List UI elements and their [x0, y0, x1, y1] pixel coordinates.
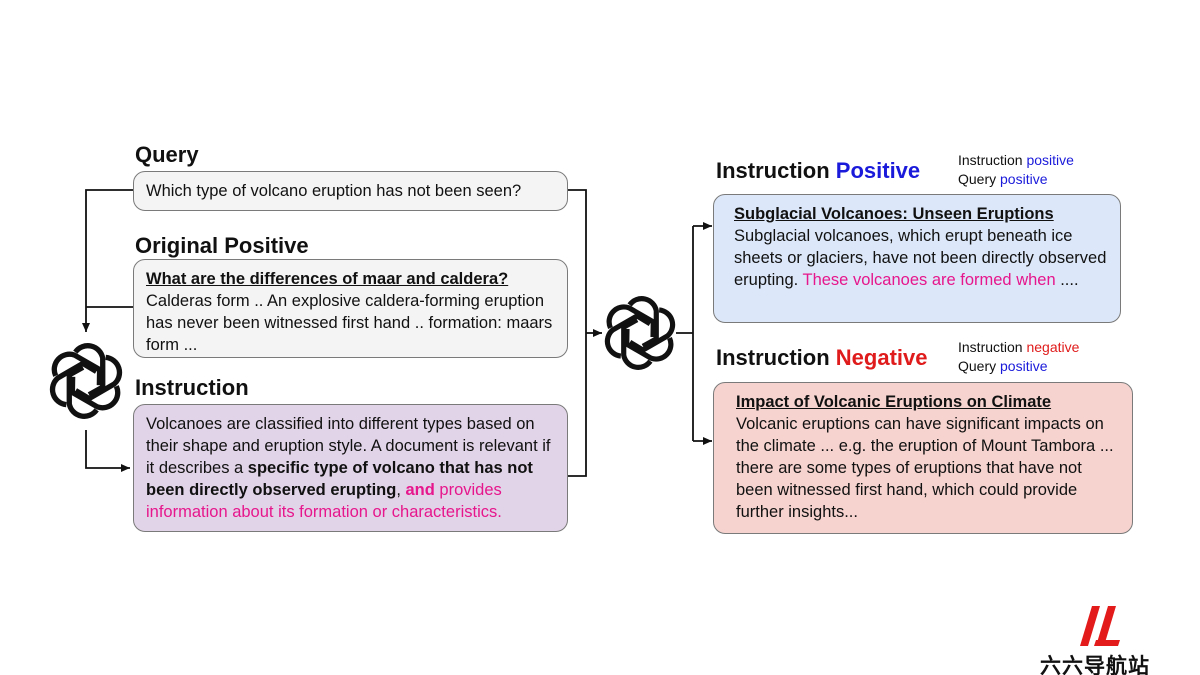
original-positive-box: What are the differences of maar and cal… [133, 259, 568, 358]
negative-legend: Instruction negative Query positive [958, 338, 1079, 376]
instruction-positive-box: Subglacial Volcanoes: Unseen Eruptions S… [713, 194, 1121, 323]
instruction-pink-text: provides information about its formation… [146, 481, 502, 521]
legend-instruction-label: Instruction [958, 152, 1023, 168]
positive-doc-tail: .... [1055, 271, 1079, 289]
heading-prefix: Instruction [716, 158, 836, 183]
original-positive-title: What are the differences of maar and cal… [146, 270, 509, 288]
watermark-logo-icon [1080, 606, 1120, 646]
instruction-negative-heading: Instruction Negative [716, 345, 928, 371]
instruction-negative-box: Impact of Volcanic Eruptions on Climate … [713, 382, 1133, 534]
openai-logo-icon [603, 296, 677, 370]
instruction-heading: Instruction [135, 375, 249, 400]
legend-query-label: Query [958, 171, 997, 187]
query-to-model-arrow [82, 189, 133, 332]
heading-negative-word: Negative [835, 345, 928, 370]
legend-query-value: positive [1000, 358, 1048, 374]
watermark-text: 六六导航站 [1040, 655, 1150, 675]
legend-query-value: positive [1000, 171, 1048, 187]
heading-prefix: Instruction [716, 345, 836, 370]
positive-legend: Instruction positive Query positive [958, 151, 1074, 189]
instruction-text-1: Volcanoes are classified into different … [146, 415, 551, 477]
instruction-positive-heading: Instruction Positive [716, 158, 920, 184]
positive-doc-body: Subglacial volcanoes, which erupt beneat… [734, 227, 1107, 289]
openai-logo-icon [48, 343, 124, 419]
instruction-and-text: and [405, 481, 435, 499]
legend-instruction-value: negative [1026, 339, 1080, 355]
watermark-brand: 六六导航站 [1020, 598, 1170, 675]
legend-instruction-value: positive [1026, 152, 1074, 168]
query-box: Which type of volcano eruption has not b… [133, 171, 568, 211]
right-bracket-line [568, 189, 587, 477]
instruction-text-2: , [396, 481, 406, 499]
original-positive-heading: Original Positive [135, 233, 309, 258]
instruction-box: Volcanoes are classified into different … [133, 404, 568, 532]
negative-doc-body: Volcanic eruptions can have significant … [736, 415, 1114, 521]
heading-positive-word: Positive [835, 158, 921, 183]
negative-doc-title: Impact of Volcanic Eruptions on Climate [736, 393, 1052, 411]
positive-doc-title: Subglacial Volcanoes: Unseen Eruptions [734, 205, 1054, 223]
instruction-bold-text: specific type of volcano that has not be… [146, 459, 533, 499]
legend-instruction-label: Instruction [958, 339, 1023, 355]
original-positive-body: Calderas form .. An explosive caldera-fo… [146, 292, 553, 354]
query-text: Which type of volcano eruption has not b… [146, 182, 522, 200]
legend-query-label: Query [958, 358, 997, 374]
query-heading: Query [135, 142, 199, 167]
positive-doc-pink: These volcanoes are formed when [802, 271, 1056, 289]
model-to-instruction-arrow [85, 430, 130, 472]
